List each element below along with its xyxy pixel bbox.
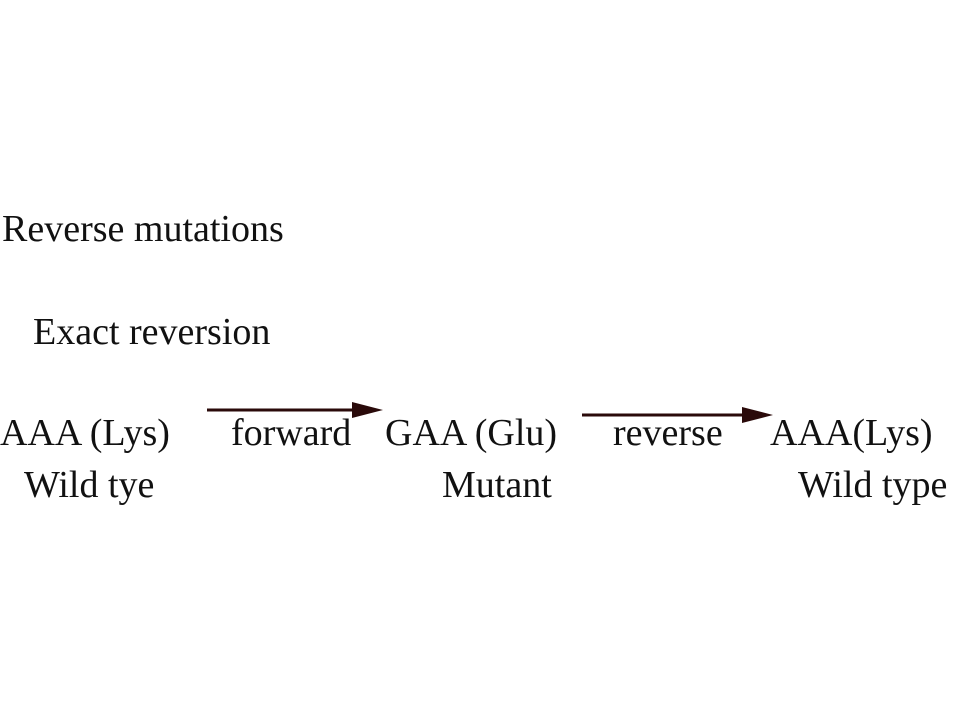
forward-label: forward: [231, 412, 352, 454]
phenotype-mutant: Mutant: [442, 464, 552, 506]
phenotype-wild-type-start: Wild tye: [24, 464, 155, 506]
codon-mutant: GAA (Glu): [385, 412, 558, 454]
codon-wild-type-end: AAA(Lys): [770, 412, 933, 454]
reverse-label: reverse: [613, 412, 723, 454]
slide-title: Reverse mutations: [2, 208, 284, 250]
slide-subtitle: Exact reversion: [33, 311, 271, 353]
phenotype-wild-type-end: Wild type: [798, 464, 948, 506]
codon-wild-type-start: AAA (Lys): [0, 412, 170, 454]
